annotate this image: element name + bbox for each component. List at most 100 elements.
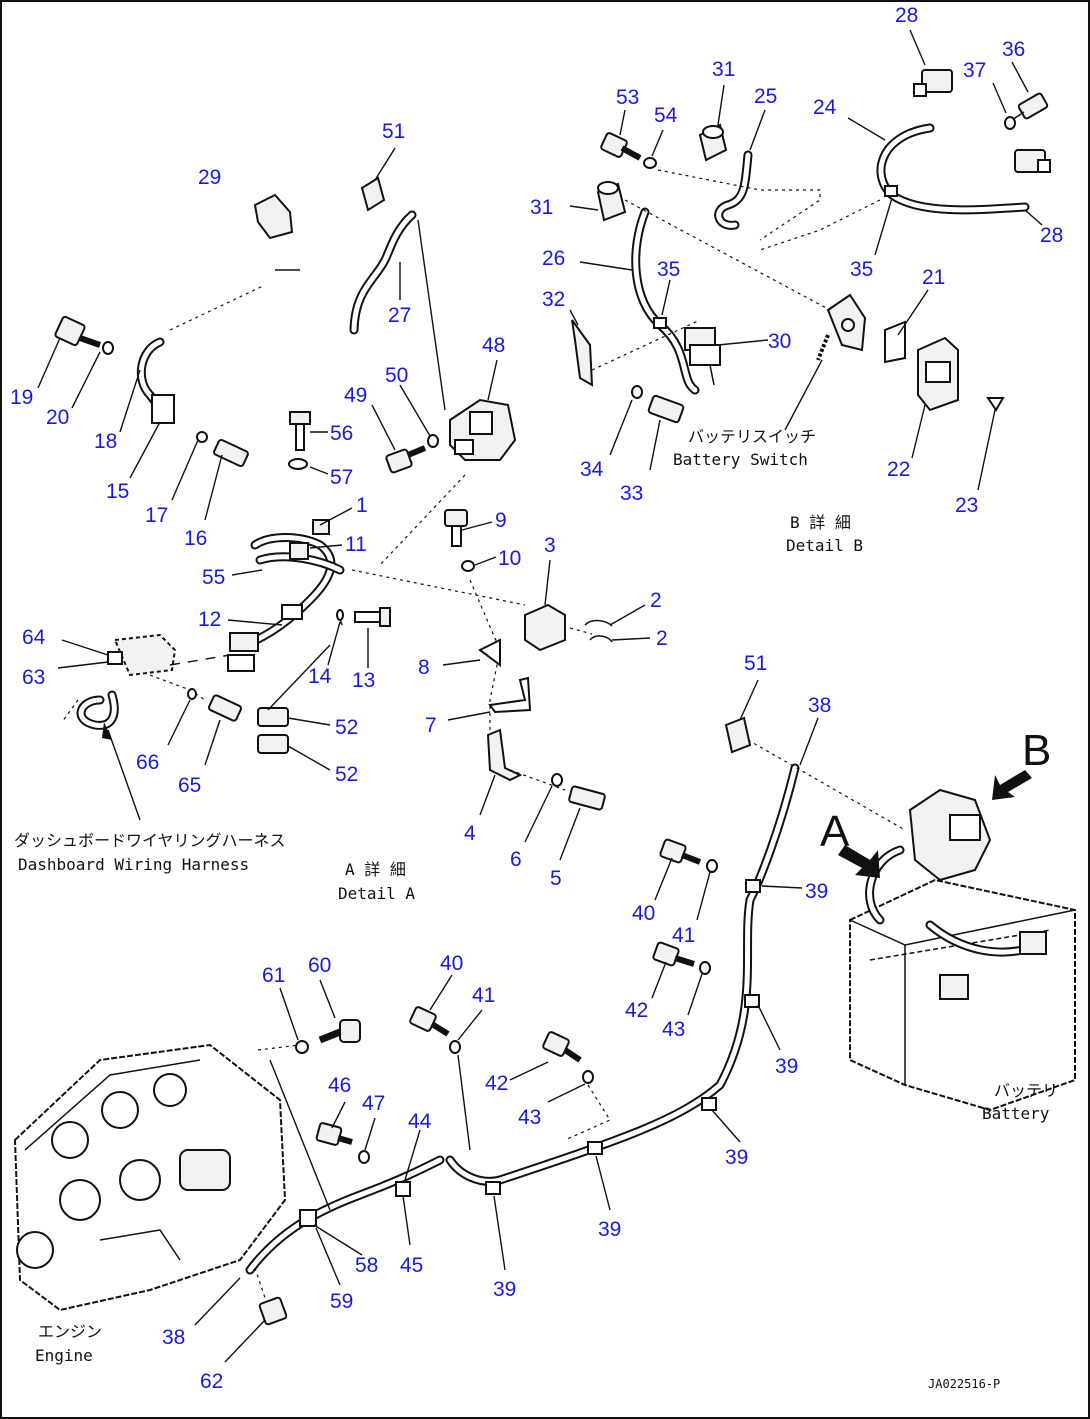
detail-a-label-en: Detail A <box>338 884 415 903</box>
callout-46: 46 <box>328 1074 351 1097</box>
bolt-16 <box>213 438 249 468</box>
washer-37 <box>1004 116 1016 130</box>
clamp-58 <box>299 1209 317 1227</box>
callout-28-right: 28 <box>1040 224 1063 247</box>
engine-label-jp: エンジン <box>38 1322 102 1341</box>
washer-17 <box>196 431 208 443</box>
callout-38-battery: 38 <box>808 694 831 717</box>
callout-2-lower: 2 <box>656 627 668 650</box>
clip-8 <box>478 638 501 667</box>
callout-41-right: 41 <box>672 924 695 947</box>
terminal-cap-62 <box>258 1296 288 1326</box>
drawing-reference: JA022516-P <box>928 1377 1000 1391</box>
callout-63: 63 <box>22 666 45 689</box>
harness-18 <box>136 337 175 424</box>
callout-36: 36 <box>1002 38 1025 61</box>
cable-38-group <box>245 716 906 1326</box>
bolt-49 <box>385 445 427 474</box>
detail-a-label-jp: A 詳 細 <box>345 860 406 879</box>
washer-50 <box>427 434 439 448</box>
callout-12: 12 <box>198 608 221 631</box>
bolt-42-left <box>542 1031 582 1063</box>
callout-21: 21 <box>922 266 945 289</box>
arrow-a <box>838 845 880 878</box>
callout-38-engine: 38 <box>162 1326 185 1349</box>
callout-10: 10 <box>498 547 521 570</box>
callout-37: 37 <box>963 59 986 82</box>
bolt-65 <box>208 694 242 722</box>
callout-43-right: 43 <box>662 1018 685 1041</box>
terminal-cap-51-top <box>360 176 386 212</box>
battery-illustration <box>849 788 1076 1112</box>
connector-28-right <box>1014 149 1051 173</box>
leader-lines <box>37 29 1043 1363</box>
arrow-b <box>992 770 1032 800</box>
callout-5: 5 <box>550 867 562 890</box>
washer-41-right <box>706 859 718 873</box>
terminal-cap-52 <box>257 707 289 754</box>
washer-41-left <box>449 1040 461 1054</box>
callout-39-e: 39 <box>493 1278 516 1301</box>
callout-24: 24 <box>813 96 837 119</box>
callout-53: 53 <box>616 86 639 109</box>
engine-label-en: Engine <box>35 1346 93 1365</box>
callout-65: 65 <box>178 774 201 797</box>
bolt-60 <box>318 1019 361 1044</box>
callout-9: 9 <box>495 509 507 532</box>
clamp-39-d <box>587 1141 603 1155</box>
connector-30 <box>684 327 721 386</box>
callout-18: 18 <box>94 430 117 453</box>
callout-58: 58 <box>355 1254 378 1277</box>
callout-48: 48 <box>482 334 505 357</box>
callout-35-left: 35 <box>657 258 680 281</box>
callout-8: 8 <box>418 656 430 679</box>
clamp-39-a <box>745 879 761 893</box>
callout-6: 6 <box>510 848 522 871</box>
callout-42-left: 42 <box>485 1072 508 1095</box>
bolt-19 <box>54 315 101 348</box>
callout-55: 55 <box>202 566 225 589</box>
bolt-9 <box>444 509 468 547</box>
bolt-46 <box>315 1122 353 1146</box>
starter-relay-48 <box>449 398 517 461</box>
callout-1: 1 <box>356 494 368 517</box>
bracket-4 <box>486 728 523 782</box>
harness-main <box>227 519 345 672</box>
callout-60: 60 <box>308 954 331 977</box>
callout-59: 59 <box>330 1290 353 1313</box>
connector-28-top <box>913 69 953 97</box>
clamp-39-c <box>701 1097 717 1111</box>
bolt-53 <box>600 132 642 161</box>
callout-62: 62 <box>200 1370 223 1393</box>
callout-45: 45 <box>400 1254 423 1277</box>
callout-49: 49 <box>344 384 367 407</box>
callout-19: 19 <box>10 386 33 409</box>
callout-42-right: 42 <box>625 999 648 1022</box>
callout-40-left: 40 <box>440 952 463 975</box>
battery-label-en: Battery <box>982 1104 1050 1123</box>
clamp-39-b <box>744 994 760 1008</box>
callout-52-upper: 52 <box>335 716 358 739</box>
cable-27-group <box>349 176 446 411</box>
callout-23: 23 <box>955 494 978 517</box>
washer-54 <box>643 157 657 169</box>
callout-44: 44 <box>408 1110 432 1133</box>
callout-39-c: 39 <box>725 1146 748 1169</box>
callout-32: 32 <box>542 288 565 311</box>
callout-50: 50 <box>385 364 408 387</box>
callout-35-right: 35 <box>850 258 873 281</box>
terminal-cap-31-mid <box>596 181 627 222</box>
callout-47: 47 <box>362 1092 385 1115</box>
bolt-5 <box>568 785 606 811</box>
connector-29 <box>253 193 294 240</box>
terminal-cap-31-top <box>698 123 728 162</box>
callout-4: 4 <box>464 822 476 845</box>
clamp-39-e <box>485 1181 501 1195</box>
washer-34 <box>631 385 643 399</box>
washer-47 <box>358 1150 370 1164</box>
callout-64: 64 <box>22 626 46 649</box>
callout-2-upper: 2 <box>650 589 662 612</box>
washer-43-left <box>582 1070 594 1084</box>
